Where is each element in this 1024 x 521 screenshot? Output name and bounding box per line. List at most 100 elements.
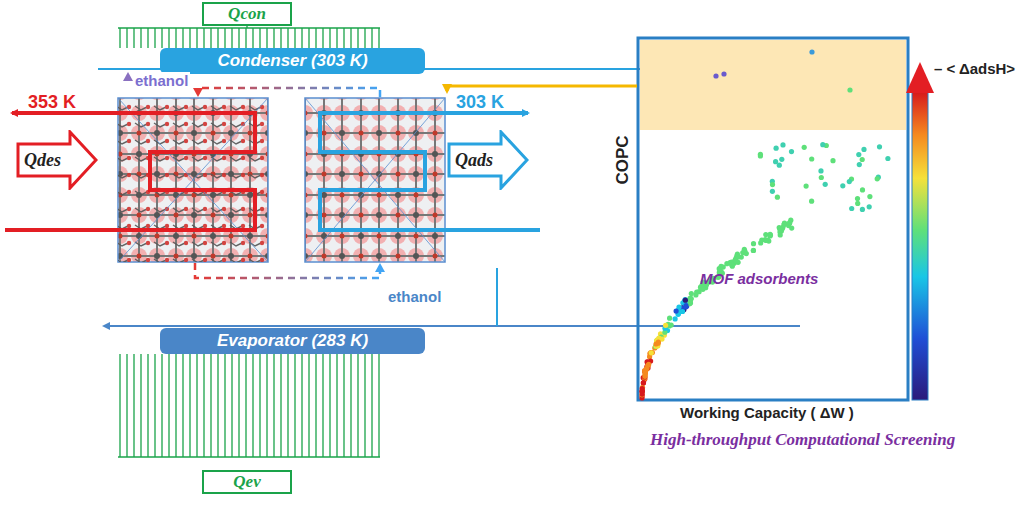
node-text: Qcon: [228, 4, 266, 24]
fin: [175, 28, 176, 48]
data-point: [694, 289, 699, 294]
evaporator-box: Evaporator (283 K): [160, 328, 425, 354]
node-text: Evaporator (283 K): [217, 331, 368, 351]
fin: [252, 354, 253, 457]
fin: [287, 28, 288, 48]
data-point: [641, 380, 646, 385]
arrow-shape: [449, 132, 527, 188]
data-point: [847, 87, 852, 92]
data-point: [688, 296, 693, 301]
data-point: [648, 350, 653, 355]
data-point: [780, 142, 785, 147]
data-point: [643, 370, 648, 375]
fin: [161, 28, 162, 48]
fin: [224, 354, 225, 457]
fin: [238, 354, 239, 457]
data-point: [875, 176, 880, 181]
axis-label: COPC: [613, 135, 633, 184]
fin: [119, 28, 120, 48]
caption-text: High-throughput Computational Screening: [650, 430, 955, 450]
fin: [378, 28, 379, 48]
data-point: [667, 316, 672, 321]
fin: [350, 354, 351, 457]
data-point: [849, 206, 854, 211]
data-point: [860, 207, 865, 212]
fin: [357, 354, 358, 457]
data-point: [645, 363, 650, 368]
data-point: [663, 323, 668, 328]
fin: [308, 28, 309, 48]
fin: [196, 28, 197, 48]
data-point: [857, 162, 862, 167]
data-point: [818, 168, 823, 173]
data-point: [860, 157, 865, 162]
data-point: [860, 187, 865, 192]
data-point: [855, 201, 860, 206]
fin: [301, 354, 302, 457]
fin: [364, 28, 365, 48]
fin: [273, 28, 274, 48]
data-point: [877, 144, 882, 149]
data-point: [744, 251, 749, 256]
fin: [259, 28, 260, 48]
data-point: [804, 184, 809, 189]
node-text: Qdes: [24, 150, 61, 171]
fin: [224, 28, 225, 48]
data-point: [768, 233, 773, 238]
fin: [371, 28, 372, 48]
fin: [315, 28, 316, 48]
data-point: [855, 196, 860, 201]
fin: [168, 28, 169, 48]
fin: [210, 28, 211, 48]
fin: [238, 28, 239, 48]
fin: [175, 354, 176, 457]
fin: [119, 354, 120, 457]
fin: [245, 354, 246, 457]
data-point: [867, 204, 872, 209]
data-point: [736, 254, 741, 259]
data-point: [641, 380, 646, 385]
fin: [259, 354, 260, 457]
data-point: [643, 369, 648, 374]
data-point: [861, 147, 866, 152]
fin: [196, 354, 197, 457]
data-point: [639, 392, 644, 397]
fin: [203, 354, 204, 457]
fin: [357, 28, 358, 48]
heat-arrow: Qads: [447, 130, 529, 190]
fin: [336, 354, 337, 457]
data-point: [770, 189, 775, 194]
data-point: [768, 232, 773, 237]
fin: [182, 28, 183, 48]
data-point: [782, 221, 787, 226]
data-point: [773, 159, 778, 164]
data-point: [778, 232, 783, 237]
data-point: [683, 303, 688, 308]
condenser-box: Condenser (303 K): [160, 48, 425, 74]
fin: [189, 28, 190, 48]
fin: [182, 354, 183, 457]
colorbar-label: – < ΔadsH>: [934, 60, 1015, 77]
fin: [378, 354, 379, 457]
data-point: [885, 156, 890, 161]
node-text: Qads: [455, 150, 493, 171]
data-point: [683, 298, 688, 303]
data-point: [830, 158, 835, 163]
fin: [329, 354, 330, 457]
fin: [301, 28, 302, 48]
data-point: [775, 195, 780, 200]
data-point: [840, 183, 845, 188]
fin: [203, 28, 204, 48]
data-point: [819, 175, 824, 180]
fin: [343, 354, 344, 457]
fin: [294, 28, 295, 48]
data-point: [640, 392, 645, 397]
data-point: [751, 248, 756, 253]
data-point: [867, 194, 872, 199]
fin: [364, 354, 365, 457]
data-point: [673, 316, 678, 321]
node-text: Condenser (303 K): [217, 51, 367, 71]
fin: [343, 28, 344, 48]
data-point: [856, 152, 861, 157]
